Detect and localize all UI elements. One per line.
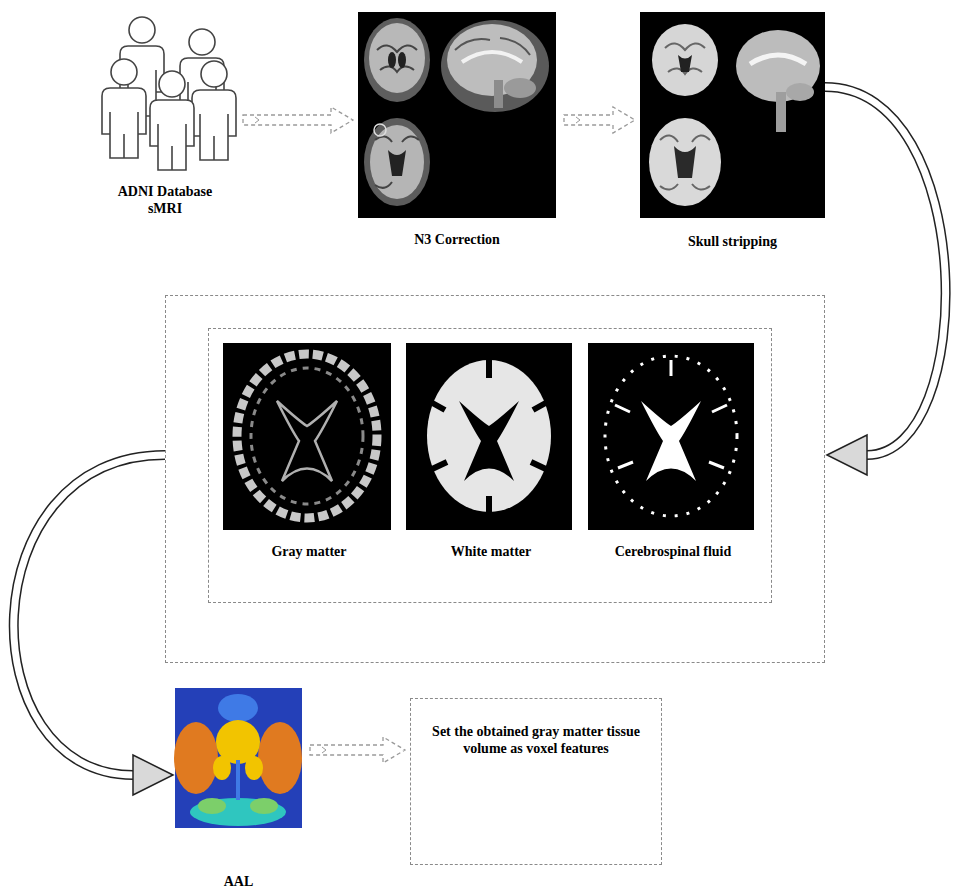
curved-arrow-body bbox=[14, 455, 165, 775]
skull-stripped-panel bbox=[736, 30, 820, 102]
image-step-node: Skull stripping bbox=[640, 12, 825, 250]
mri-panel bbox=[455, 38, 530, 55]
arrow-chevron bbox=[322, 747, 326, 753]
aal-atlas-image bbox=[250, 798, 278, 814]
node-label: Skull stripping bbox=[688, 233, 777, 250]
people-icon bbox=[102, 59, 146, 158]
aal-atlas-image bbox=[174, 722, 218, 794]
csf-image bbox=[641, 401, 701, 481]
arrow-head bbox=[133, 755, 173, 795]
people-icon bbox=[102, 17, 236, 170]
tissue-node: Gray matter bbox=[225, 345, 393, 560]
skull-stripped-panel bbox=[649, 118, 721, 206]
mri-panel bbox=[358, 12, 556, 218]
white-matter-image bbox=[459, 401, 519, 481]
atlas-node: AAL bbox=[175, 688, 302, 890]
aal-atlas-image bbox=[213, 756, 231, 780]
curved-arrow-outline bbox=[825, 87, 946, 455]
group-box: Gray matter White matter Cerebrospinal flu… bbox=[165, 295, 825, 663]
mri-panel bbox=[370, 125, 424, 199]
mri-panel bbox=[364, 18, 430, 102]
output-box: Set the obtained gray matter tissue volu… bbox=[410, 698, 662, 865]
arrow-head bbox=[827, 435, 867, 475]
tissue-node: White matter bbox=[408, 345, 574, 560]
csf-image bbox=[588, 343, 754, 530]
gray-matter-image bbox=[277, 401, 337, 481]
aal-atlas-image bbox=[236, 760, 240, 800]
mri-panel bbox=[369, 23, 425, 93]
tissue-node: Cerebrospinal fluid bbox=[590, 345, 756, 560]
connector-arrow bbox=[310, 737, 405, 763]
mri-panel bbox=[375, 136, 419, 187]
aal-atlas-image bbox=[190, 798, 286, 826]
csf-image bbox=[605, 356, 737, 516]
mri-panel bbox=[462, 52, 522, 62]
aal-atlas-image bbox=[198, 798, 226, 814]
connector-arrow bbox=[564, 107, 635, 133]
mri-panel bbox=[364, 118, 430, 206]
skull-stripped-panel bbox=[776, 92, 786, 132]
skull-stripped-panel bbox=[674, 146, 696, 178]
white-matter-image bbox=[406, 343, 572, 530]
arrow-chevron bbox=[576, 117, 580, 123]
people-icon bbox=[192, 61, 236, 160]
skull-stripped-panel bbox=[660, 135, 710, 189]
gray-matter-image bbox=[237, 354, 377, 518]
mri-panel bbox=[377, 45, 417, 72]
group-box: Gray matter White matter Cerebrospinal flu… bbox=[208, 328, 772, 603]
dashed-arrow bbox=[564, 107, 635, 133]
skull-stripped-panel bbox=[750, 55, 806, 64]
people-icon bbox=[150, 71, 194, 170]
csf-image bbox=[588, 343, 754, 530]
aal-atlas-image bbox=[175, 688, 302, 828]
mri-panel bbox=[494, 80, 503, 108]
dashed-arrow bbox=[310, 737, 405, 763]
mri-panel bbox=[398, 52, 406, 68]
gray-matter-image bbox=[251, 368, 363, 504]
aal-atlas-image bbox=[218, 694, 258, 722]
node-label: White matter bbox=[451, 543, 531, 560]
curved-arrow-outline bbox=[14, 455, 165, 775]
aal-atlas-image bbox=[174, 688, 302, 828]
mri-panel bbox=[388, 150, 406, 176]
dashed-arrow bbox=[243, 107, 353, 133]
skull-stripped-panel bbox=[652, 24, 718, 96]
skull-stripped-panel bbox=[640, 12, 825, 218]
white-matter-image bbox=[427, 360, 551, 512]
gray-matter-image bbox=[223, 343, 391, 530]
mri-panel bbox=[441, 20, 549, 112]
aal-atlas-image bbox=[245, 756, 263, 780]
skull-stripped-panel bbox=[786, 83, 814, 101]
node-label: AAL bbox=[224, 873, 254, 890]
connector-arrow bbox=[243, 107, 353, 133]
connector-arrow bbox=[825, 87, 946, 475]
node-label: ADNI Database sMRI bbox=[109, 183, 221, 217]
curved-arrow-body bbox=[825, 87, 946, 455]
csf-image bbox=[615, 360, 727, 468]
image-step-node: N3 Correction bbox=[358, 12, 556, 248]
mri-panel bbox=[358, 12, 556, 218]
aal-atlas-image bbox=[258, 722, 302, 794]
connector-arrow bbox=[14, 455, 173, 795]
node-label: Gray matter bbox=[271, 543, 346, 560]
skull-stripped-panel bbox=[665, 43, 705, 74]
arrow-chevron bbox=[255, 117, 259, 123]
source-node: ADNI Database sMRI bbox=[95, 12, 235, 217]
white-matter-image bbox=[406, 343, 572, 530]
white-matter-image bbox=[427, 360, 551, 512]
node-label: N3 Correction bbox=[414, 231, 500, 248]
mri-panel bbox=[374, 124, 386, 136]
node-label: Set the obtained gray matter tissue volu… bbox=[423, 723, 649, 757]
skull-stripped-panel bbox=[640, 12, 825, 218]
node-label: Cerebrospinal fluid bbox=[615, 543, 732, 560]
skull-stripped-panel bbox=[678, 55, 692, 72]
gray-matter-image bbox=[223, 343, 391, 530]
mri-panel bbox=[504, 78, 536, 98]
mri-panel bbox=[388, 52, 396, 68]
